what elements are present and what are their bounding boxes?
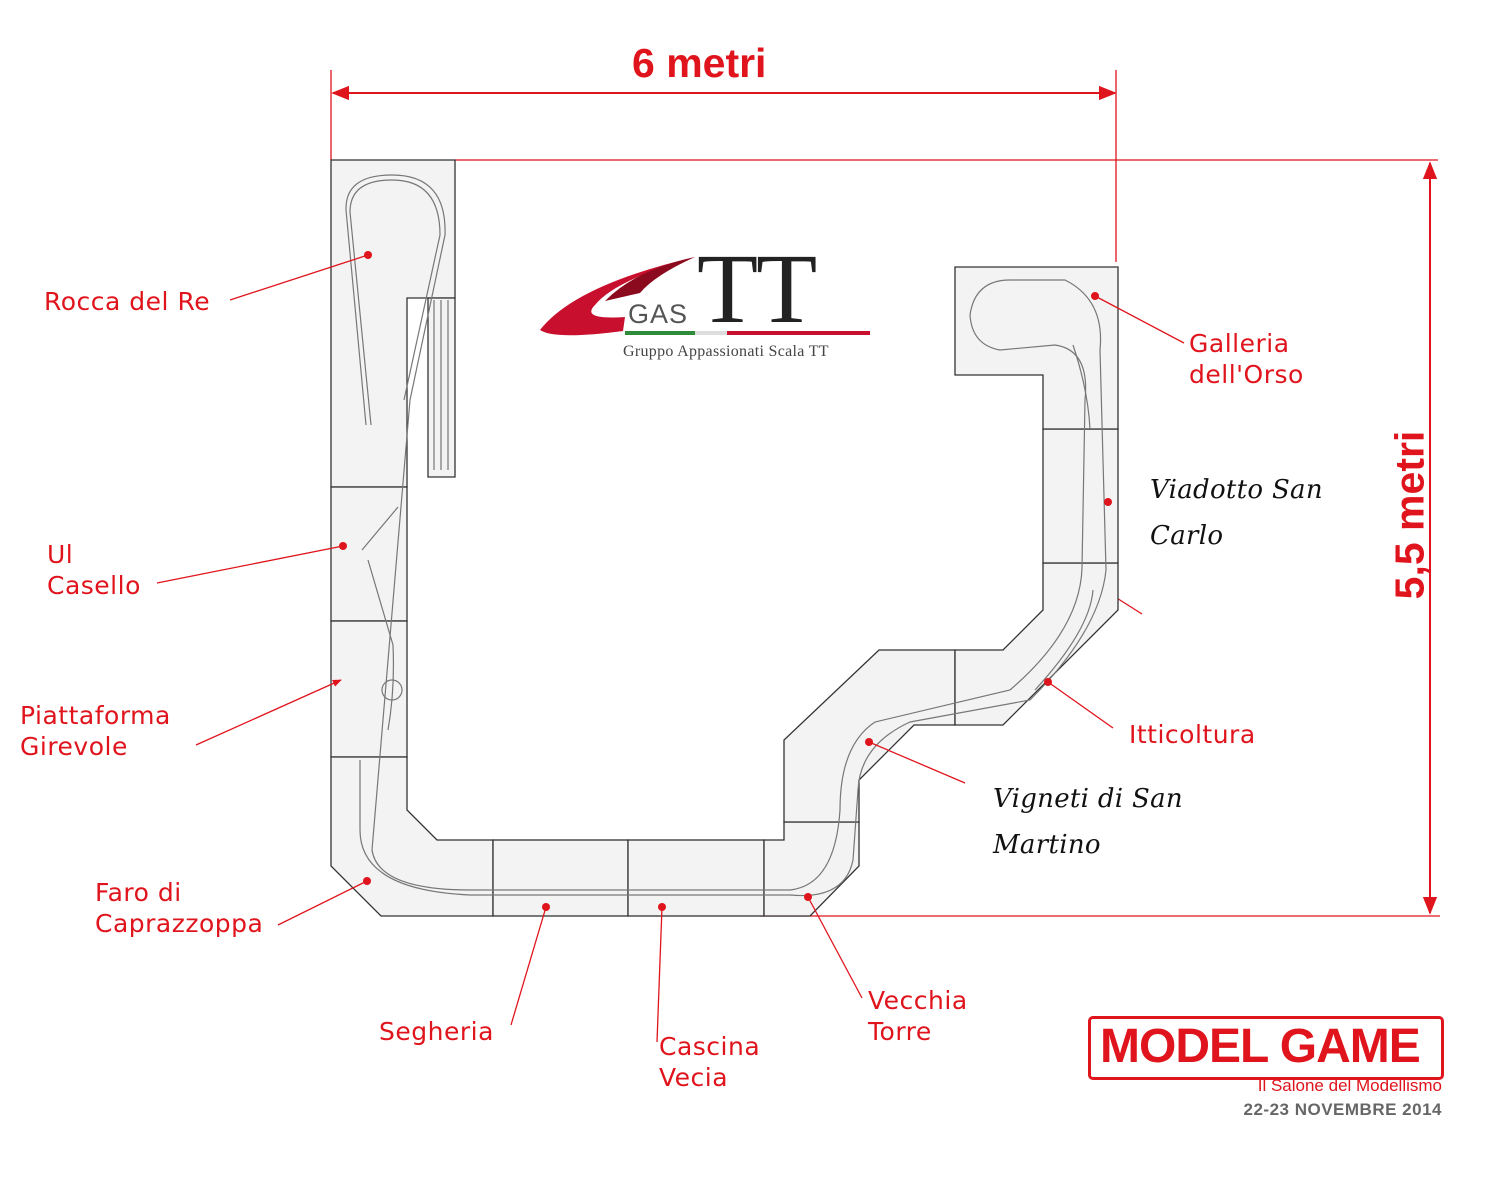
label-faro-di-caprazzoppa: Faro di Caprazzoppa [95, 877, 263, 939]
module-vecchia-torre [763, 821, 860, 917]
width-dimension-label: 6 metri [632, 40, 767, 86]
label-piattaforma-line-2: Girevole [20, 732, 128, 761]
callout-lines [156, 251, 1185, 1043]
module-vigneti [783, 649, 956, 823]
label-galleria-line-1: Galleria [1189, 329, 1290, 358]
label-vecchia-torre: Vecchia Torre [868, 985, 968, 1047]
module-casello [330, 486, 408, 622]
label-cascina-vecia: Cascina Vecia [659, 1031, 760, 1093]
tt-wordmark: TT [697, 233, 817, 344]
label-piattaforma-girevole: Piattaforma Girevole [20, 700, 171, 762]
model-game-date: 22-23 NOVEMBRE 2014 [1243, 1100, 1442, 1119]
label-piattaforma-line-1: Piattaforma [20, 701, 171, 730]
label-cascina-line-1: Cascina [659, 1032, 761, 1061]
label-vigneti-line-2: Martino [993, 830, 1101, 860]
label-faro-line-1: Faro di [95, 878, 182, 907]
room-outline [330, 70, 1440, 917]
label-galleria-line-2: dell'Orso [1189, 360, 1304, 389]
label-vigneti-line-1: Vigneti di San [993, 784, 1183, 814]
gas-subtitle: Gruppo Appassionati Scala TT [623, 343, 829, 360]
gas-tt-logo: GAS TT Gruppo Appassionati Scala TT [535, 239, 880, 370]
label-itticoltura: Itticoltura [1129, 720, 1256, 749]
model-game-title: MODEL GAME [1100, 1020, 1421, 1073]
module-itticoltura [954, 562, 1119, 726]
label-casello: Ul Casello [47, 539, 141, 601]
gas-wordmark: GAS [628, 299, 689, 329]
label-casello-line-1: Ul [47, 540, 74, 569]
label-viadotto-line-1: Viadotto San [1150, 475, 1323, 505]
module-segheria [492, 839, 629, 917]
layout-modules [330, 159, 1119, 917]
module-galleria [954, 266, 1119, 430]
model-game-subtitle: Il Salone del Modellismo [1257, 1076, 1442, 1095]
model-game-frame [1088, 1016, 1444, 1080]
label-cascina-line-2: Vecia [659, 1063, 729, 1092]
height-dimension-label: 5,5 metri [1386, 430, 1433, 600]
track-plan [345, 174, 1107, 897]
label-vecchia-torre-line-1: Vecchia [868, 986, 968, 1015]
label-vigneti-di-san-martino: Vigneti di San Martino [993, 776, 1183, 868]
label-galleria-dell-orso: Galleria dell'Orso [1189, 328, 1304, 390]
module-viadotto-upper [1042, 428, 1119, 564]
module-faro-corner [330, 756, 494, 917]
label-vecchia-torre-line-2: Torre [868, 1017, 932, 1046]
module-cascina [627, 839, 765, 917]
label-viadotto-san-carlo: Viadotto San Carlo [1150, 467, 1323, 559]
model-game-logo: MODEL GAME Il Salone del Modellismo 22-2… [1088, 1016, 1448, 1124]
gas-swoosh-icon [540, 257, 870, 336]
module-piattaforma [330, 620, 408, 758]
label-rocca-del-re: Rocca del Re [44, 287, 211, 316]
label-segheria: Segheria [379, 1017, 494, 1046]
label-faro-line-2: Caprazzoppa [95, 909, 264, 938]
label-casello-line-2: Casello [47, 571, 141, 600]
label-viadotto-line-2: Carlo [1150, 521, 1224, 551]
